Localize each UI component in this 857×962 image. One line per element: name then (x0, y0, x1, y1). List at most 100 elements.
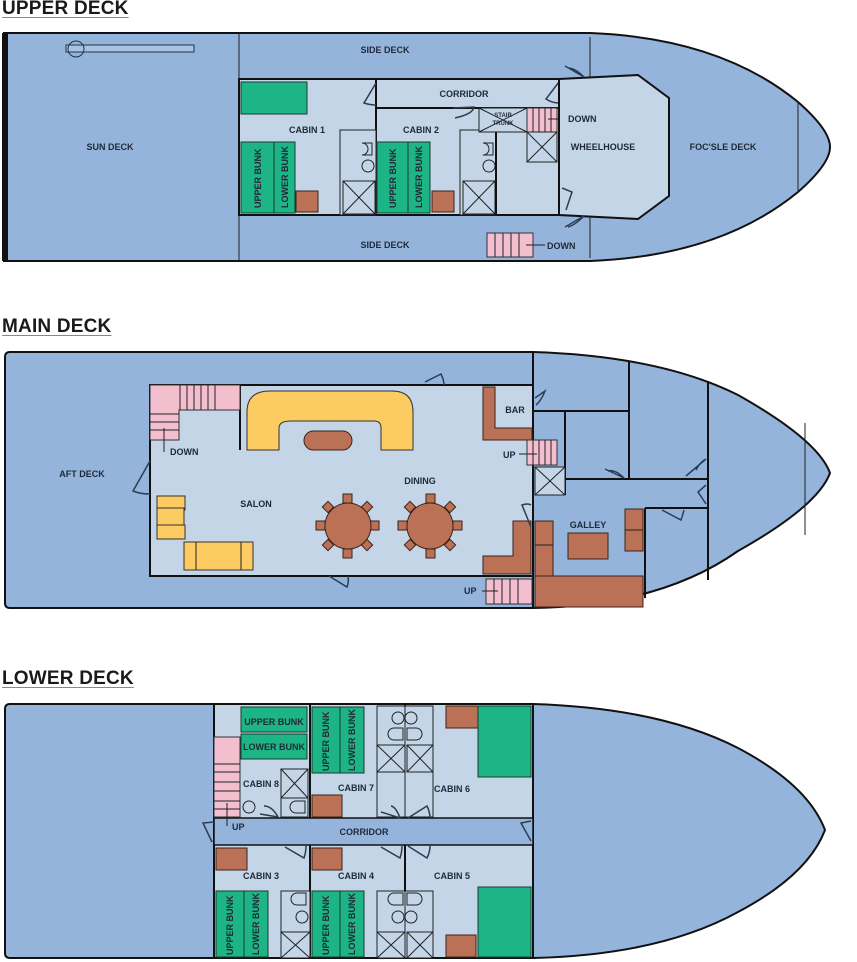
salon-side-door-icon[interactable] (328, 575, 350, 589)
dining-label: DINING (404, 476, 436, 486)
fwd-cabin-door-2-icon[interactable] (685, 458, 707, 477)
cabin8-lower-bunk (240, 733, 308, 760)
side-deck-top-label: SIDE DECK (360, 45, 410, 55)
cabin7-upper-bunk-label: UPPER BUNK (321, 711, 331, 771)
cabin4-label: CABIN 4 (338, 871, 374, 881)
upper-transom (2, 33, 8, 261)
cabin4-upper-bunk (311, 890, 341, 958)
galley-counter-bottom (534, 575, 644, 608)
cabin7-label: CABIN 7 (338, 783, 374, 793)
cabin6-toilet-icon (406, 727, 423, 741)
bar-label: BAR (505, 405, 525, 415)
cabin8-lower-bunk-label: LOWER BUNK (243, 742, 305, 752)
cabin7-upper-bunk (311, 706, 341, 774)
cabin3-upper-bunk-label: UPPER BUNK (225, 895, 235, 955)
cabin2-nightstand (431, 190, 455, 213)
wheelhouse-door-top-icon[interactable] (544, 81, 560, 104)
lower-deck-title: LOWER DECK (2, 668, 134, 689)
cabin8-sink-icon (242, 800, 256, 814)
side-door-top-icon[interactable] (564, 65, 585, 78)
main-deck-plan: AFT DECK DOWN SALON DINING BAR UP UP GAL… (4, 351, 832, 609)
cabin3-sink-icon (295, 910, 309, 924)
cabin5-label: CABIN 5 (434, 871, 470, 881)
cabin3-label: CABIN 3 (243, 871, 279, 881)
aft-deck-label: AFT DECK (59, 469, 105, 479)
upper-down-label-2: DOWN (547, 241, 576, 251)
cabin3-upper-bunk (215, 890, 245, 958)
dining-side-door-icon[interactable] (424, 372, 445, 386)
fwd-cabin-door-1-icon[interactable] (604, 468, 625, 479)
cabin1-door-icon[interactable] (362, 82, 377, 106)
fwd-cabin-door-4-icon[interactable] (661, 509, 685, 522)
wheelhouse (558, 73, 670, 221)
cabin2-upper-bunk-label: UPPER BUNK (388, 148, 398, 208)
cabin3-lower-bunk-label: LOWER BUNK (251, 893, 261, 955)
cabin7-lower-bunk (339, 706, 365, 774)
cabin6-label: CABIN 6 (434, 784, 470, 794)
cabin1-upper-bunk-label: UPPER BUNK (253, 148, 263, 208)
upper-deck-plan: SUN DECK SIDE DECK SIDE DECK CORRIDOR CA… (2, 32, 832, 262)
dining-table-2 (397, 493, 463, 559)
stair-trunk-label-1: STAIR (494, 113, 512, 119)
cabin2-lower-bunk (407, 141, 431, 214)
cabin6-nightstand (445, 705, 479, 729)
cabin1-bed (240, 81, 308, 115)
upper-stairs-down[interactable] (526, 107, 558, 133)
upper-corridor-label: CORRIDOR (440, 89, 489, 99)
cabin1-toilet-icon (361, 142, 373, 156)
galley-door-icon[interactable] (521, 503, 532, 528)
cabin2-lower-bunk-label: LOWER BUNK (414, 146, 424, 208)
cabin3-door-icon[interactable] (284, 845, 307, 860)
focsle-deck-label: FOC'SLE DECK (690, 142, 757, 152)
cabin5-sink-icon (404, 910, 418, 924)
bar-side-door-icon[interactable] (534, 388, 547, 406)
cabin2-label: CABIN 2 (403, 125, 439, 135)
cabin7-sink-icon (391, 711, 405, 725)
cabin1-lower-bunk-label: LOWER BUNK (280, 146, 290, 208)
cabin5-bed (477, 886, 532, 958)
side-door-bottom-icon[interactable] (564, 215, 585, 228)
main-stairs-up-1[interactable] (526, 439, 558, 466)
dining-sideboard (482, 520, 532, 575)
coffee-table (303, 430, 353, 451)
cabin8-upper-bunk (240, 706, 308, 733)
salon-label: SALON (240, 499, 272, 509)
lower-deck-plan: UPPER BUNK LOWER BUNK CABIN 8 CABIN 7 CA… (4, 703, 827, 959)
fwd-cabin-door-3-icon[interactable] (697, 484, 707, 505)
cabin1-sink-icon (361, 159, 375, 173)
corridor-aft-door-icon[interactable] (201, 821, 215, 843)
stair-trunk-label-2: TRUNK (493, 121, 515, 127)
galley-island (567, 532, 609, 560)
main-down-label: DOWN (170, 447, 199, 457)
cabin1-nightstand (295, 190, 319, 213)
cabin7-nightstand (311, 794, 343, 818)
cabin2-door-icon[interactable] (452, 106, 475, 119)
cabin7-door-icon[interactable] (380, 805, 402, 820)
cabin6-door-icon[interactable] (407, 804, 431, 819)
cabin2-upper-bunk (376, 141, 409, 214)
upper-down-label-1: DOWN (568, 114, 597, 124)
cabin4-door-icon[interactable] (380, 845, 403, 860)
cabin8-upper-bunk-label: UPPER BUNK (244, 717, 304, 727)
main-stairs-down[interactable] (149, 384, 241, 441)
cabin1-lower-bunk (273, 141, 296, 214)
lower-corridor-label: CORRIDOR (340, 827, 389, 837)
cabin5-nightstand (445, 934, 477, 958)
cabin8-label: CABIN 8 (243, 779, 279, 789)
salon-sofa (183, 541, 254, 571)
cabin3-nightstand (215, 847, 248, 871)
wheelhouse-door-bottom-icon[interactable] (561, 187, 573, 211)
corridor-fwd-door-icon[interactable] (519, 820, 532, 842)
cabin7-toilet-icon (387, 727, 404, 741)
dining-table-1 (315, 493, 380, 559)
cabin1-upper-bunk (240, 141, 275, 214)
bar-counter (482, 386, 533, 441)
cabin6-bed (477, 705, 532, 778)
cabin8-door-icon[interactable] (259, 805, 280, 818)
lower-corridor (213, 817, 534, 846)
cabin5-door-icon[interactable] (407, 845, 431, 860)
wheelhouse-label: WHEELHOUSE (571, 142, 636, 152)
aft-door-icon[interactable] (131, 460, 151, 495)
side-deck-bottom-label: SIDE DECK (360, 240, 410, 250)
